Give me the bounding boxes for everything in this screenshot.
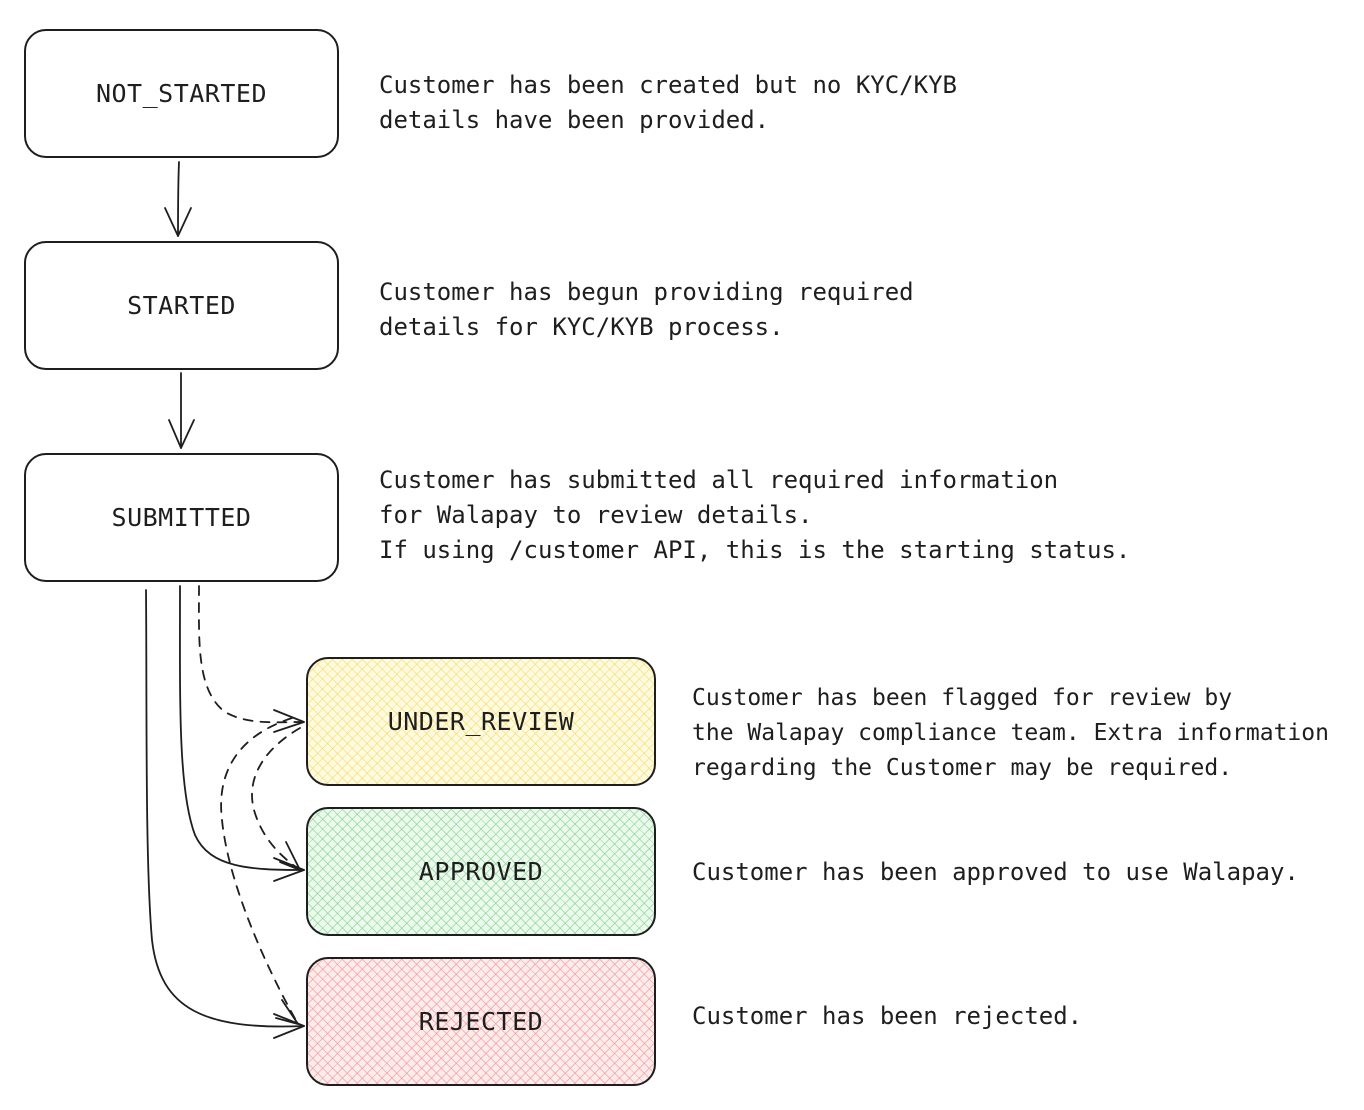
description-submitted: Customer has submitted all required info… [379, 463, 1130, 568]
arrowhead-approved [279, 841, 301, 871]
description-not-started: Customer has been created but no KYC/KYB… [379, 68, 957, 138]
arrow-submitted-to-rejected [145, 589, 305, 1039]
description-line: Customer has submitted all required info… [379, 466, 1059, 494]
status-box-under-review: UNDER_REVIEW [306, 657, 656, 786]
status-label: UNDER_REVIEW [387, 707, 575, 736]
arrowhead-under-review [273, 709, 305, 733]
status-box-started: STARTED [24, 241, 339, 370]
description-line: Customer has been flagged for review by [692, 685, 1233, 711]
description-line: for Walapay to review details. [379, 501, 813, 529]
description-line: details have been provided. [379, 106, 770, 134]
description-started: Customer has begun providing required de… [379, 275, 914, 345]
status-box-submitted: SUBMITTED [24, 453, 339, 582]
status-label: NOT_STARTED [95, 79, 268, 108]
status-label: REJECTED [418, 1007, 544, 1036]
arrow-submitted-to-approved [179, 585, 305, 882]
description-rejected: Customer has been rejected. [692, 999, 1082, 1034]
arrow-not-started-to-started [164, 161, 192, 237]
description-approved: Customer has been approved to use Walapa… [692, 855, 1299, 890]
status-box-rejected: REJECTED [306, 957, 656, 1086]
description-line: Customer has been approved to use Walapa… [692, 858, 1299, 886]
description-line: If using /customer API, this is the star… [379, 536, 1131, 564]
status-label: STARTED [127, 291, 236, 320]
description-line: regarding the Customer may be required. [692, 755, 1233, 781]
status-label: SUBMITTED [111, 503, 252, 532]
arrow-under-review-to-approved [251, 727, 301, 871]
status-label: APPROVED [418, 857, 544, 886]
arrow-under-review-to-rejected [220, 717, 299, 1025]
description-line: Customer has been created but no KYC/KYB [379, 71, 957, 99]
description-line: Customer has begun providing required [379, 278, 914, 306]
arrowhead-rejected [275, 999, 299, 1025]
status-box-not-started: NOT_STARTED [24, 29, 339, 158]
description-line: details for KYC/KYB process. [379, 313, 784, 341]
description-line: Customer has been rejected. [692, 1002, 1083, 1030]
arrow-submitted-to-under-review [198, 585, 305, 724]
description-under-review: Customer has been flagged for review by … [692, 681, 1329, 786]
description-line: the Walapay compliance team. Extra infor… [692, 720, 1329, 746]
arrow-started-to-submitted [168, 372, 195, 449]
status-box-approved: APPROVED [306, 807, 656, 936]
